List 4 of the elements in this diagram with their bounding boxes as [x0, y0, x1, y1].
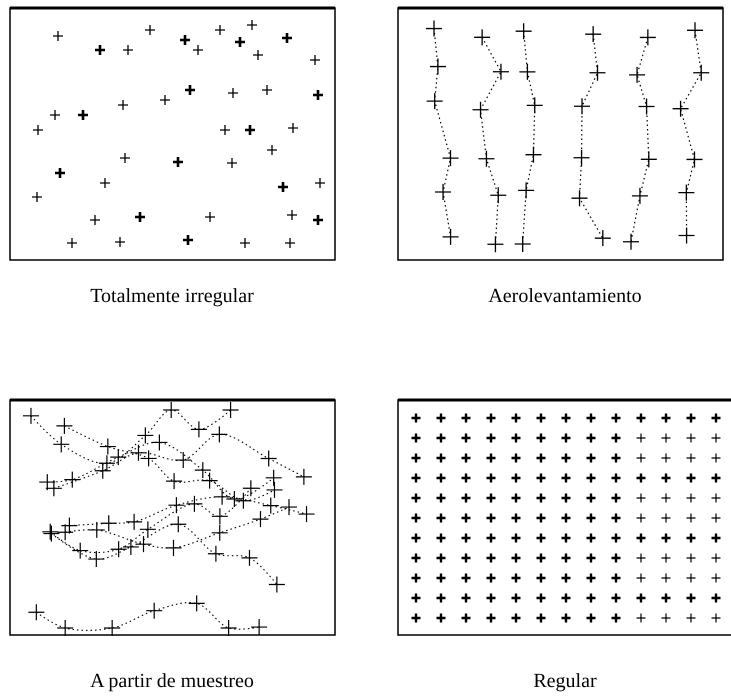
panel-caption: Regular: [533, 670, 597, 693]
panel-caption: Aerolevantamiento: [488, 285, 642, 308]
panel-caption: A partir de muestreo: [90, 670, 254, 693]
panel-caption: Totalmente irregular: [90, 285, 254, 308]
